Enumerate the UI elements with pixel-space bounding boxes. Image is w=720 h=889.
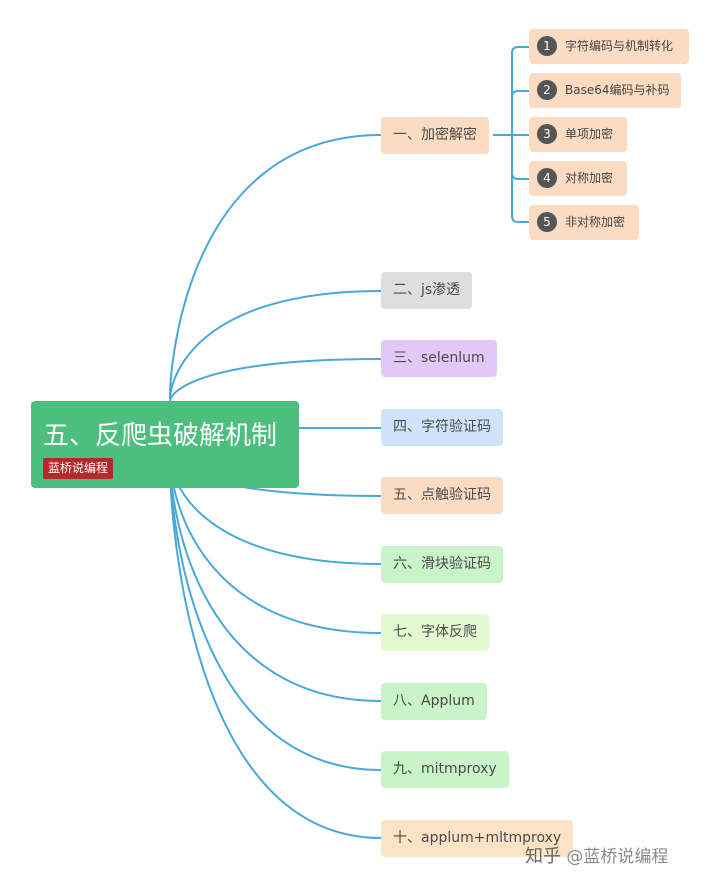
number-4-icon: 4 [537,168,557,188]
branch-applum-mitmproxy[interactable]: 十、applum+mltmproxy [381,820,574,857]
connector-sub-2 [511,90,529,135]
branch-applum[interactable]: 八、Applum [381,683,487,720]
number-1-icon: 1 [537,36,557,56]
branch-slider-captcha[interactable]: 六、滑块验证码 [381,546,503,583]
central-topic[interactable]: 五、反爬虫破解机制 蓝桥说编程 [31,401,299,488]
connector-sub-1 [511,46,529,135]
sub-branch-one-way-encryption[interactable]: 3 单项加密 [529,117,627,152]
number-3-icon: 3 [537,124,557,144]
sub-branch-symmetric-encryption[interactable]: 4 对称加密 [529,161,627,196]
connector-sub-5 [511,135,529,223]
sub-branch-base64[interactable]: 2 Base64编码与补码 [529,73,681,108]
watermark-brand: 知乎 [525,846,561,867]
connector-branch-2 [169,290,382,400]
branch-js-penetration[interactable]: 二、js渗透 [381,272,473,309]
watermark: 知乎 @蓝桥说编程 [525,842,668,868]
sub-branch-encoding[interactable]: 1 字符编码与机制转化 [529,29,689,64]
connector-branch-3 [169,358,382,402]
branch-mitmproxy[interactable]: 九、mitmproxy [381,751,509,788]
branch-encryption-decryption[interactable]: 一、加密解密 [381,117,489,154]
watermark-text: @蓝桥说编程 [566,847,669,867]
branch-font-anti-crawl[interactable]: 七、字体反爬 [381,614,489,651]
connector-branch-9 [169,460,382,771]
branch-click-captcha[interactable]: 五、点触验证码 [381,477,503,514]
number-5-icon: 5 [537,212,557,232]
connector-branch-1 [169,134,382,399]
connector-sub-4 [511,135,529,180]
connector-branch-10 [169,461,382,839]
branch-character-captcha[interactable]: 四、字符验证码 [381,409,503,446]
branch-selenium[interactable]: 三、selenlum [381,340,497,377]
number-2-icon: 2 [537,80,557,100]
central-topic-tag: 蓝桥说编程 [43,458,114,479]
central-topic-title: 五、反爬虫破解机制 [43,421,278,451]
sub-branch-asymmetric-encryption[interactable]: 5 非对称加密 [529,205,639,240]
